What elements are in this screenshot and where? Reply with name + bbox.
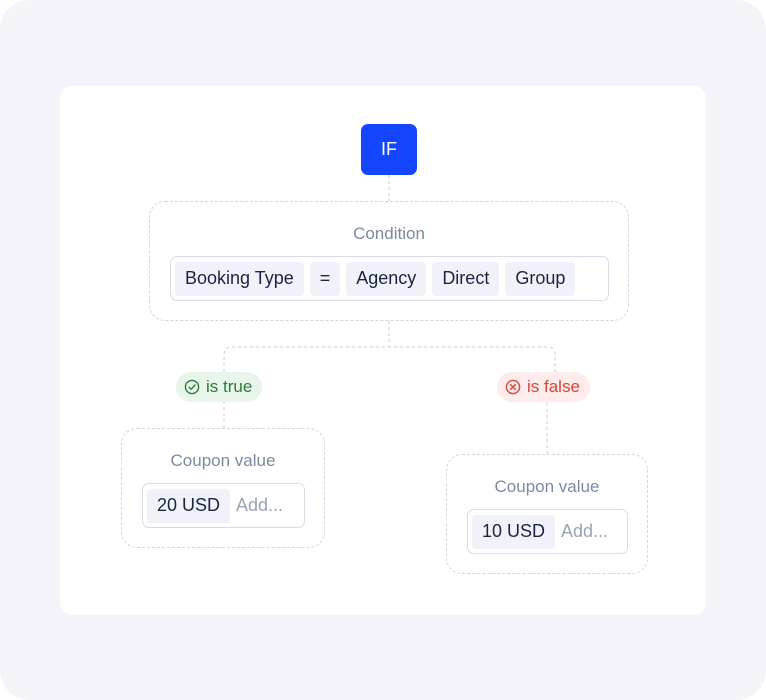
true-coupon-input[interactable]: 20 USD Add... [142, 483, 305, 528]
condition-value-chip[interactable]: Direct [432, 261, 500, 296]
false-result-title: Coupon value [494, 477, 600, 496]
x-circle-icon [505, 379, 521, 395]
false-result-box: Coupon value 10 USD Add... [446, 454, 648, 574]
true-coupon-add-placeholder[interactable]: Add... [236, 495, 284, 515]
condition-box: Condition Booking Type = Agency Direct G… [149, 201, 629, 321]
true-branch-badge: is true [176, 372, 263, 402]
if-label: IF [381, 139, 397, 159]
true-branch-label: is true [206, 377, 253, 396]
condition-tag-row[interactable]: Booking Type = Agency Direct Group [170, 256, 609, 301]
condition-field-chip[interactable]: Booking Type [175, 261, 304, 296]
condition-operator-chip[interactable]: = [309, 261, 341, 296]
false-coupon-add-placeholder[interactable]: Add... [561, 521, 609, 541]
false-coupon-value-chip[interactable]: 10 USD [472, 514, 556, 549]
check-circle-icon [184, 379, 200, 395]
true-coupon-value-chip[interactable]: 20 USD [147, 488, 231, 523]
branch-split-line [223, 346, 556, 372]
condition-value-chip[interactable]: Agency [346, 261, 427, 296]
false-branch-badge: is false [497, 372, 590, 402]
true-result-box: Coupon value 20 USD Add... [121, 428, 325, 548]
true-result-title: Coupon value [170, 451, 276, 470]
if-node[interactable]: IF [361, 124, 417, 175]
false-branch-label: is false [527, 377, 580, 396]
false-coupon-input[interactable]: 10 USD Add... [467, 509, 628, 554]
condition-title: Condition [353, 224, 425, 243]
condition-value-chip[interactable]: Group [505, 261, 576, 296]
